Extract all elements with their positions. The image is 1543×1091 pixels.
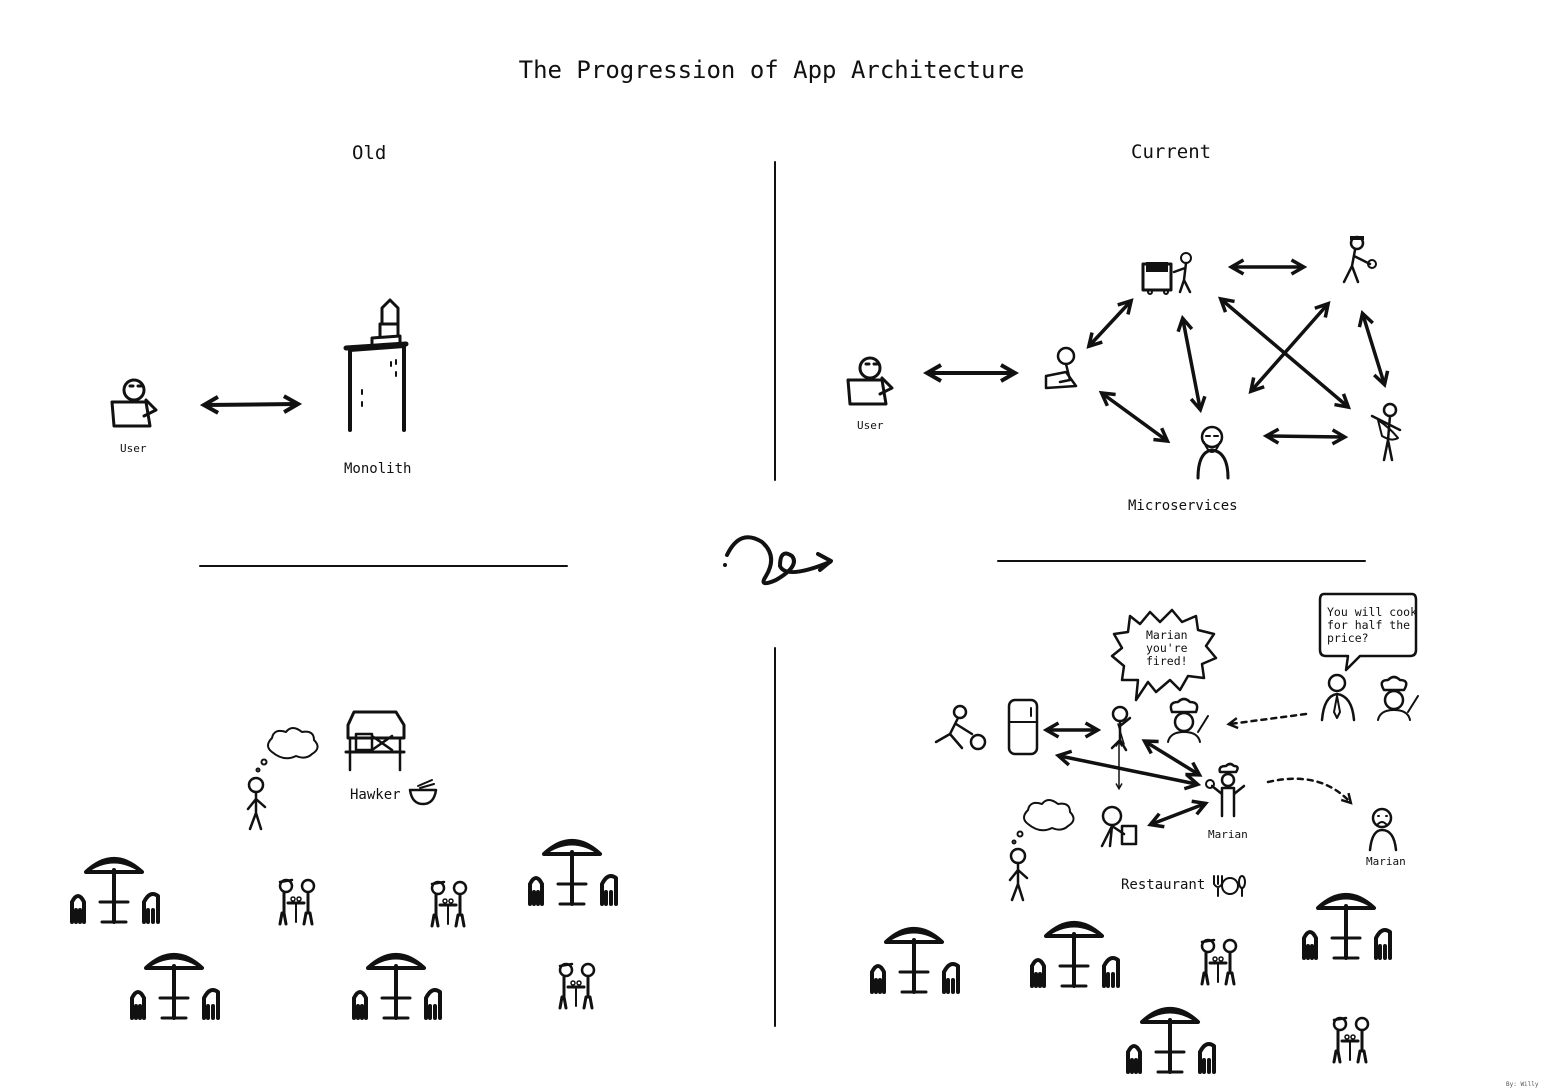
hawker-stall-icon (344, 710, 406, 772)
thought-cloud-noodles-icon (255, 727, 319, 773)
credit: By: Willy (1506, 1081, 1539, 1088)
microservice-arrows (1086, 258, 1390, 446)
speech-bubble-cook-text: You will cook for half the price? (1327, 605, 1418, 645)
replacement-dashed-arrow (1226, 712, 1308, 730)
microservices-label: Microservices (1128, 498, 1238, 514)
food-cart-service-icon (1141, 252, 1192, 295)
page-title: The Progression of App Architecture (518, 56, 1025, 84)
cheap-chef-icon (1377, 675, 1419, 721)
monolith-building-icon (343, 298, 409, 432)
heading-old: Old (352, 142, 387, 164)
speech-bubble-cook (1318, 592, 1418, 672)
marian-label-chef: Marian (1208, 828, 1248, 841)
user-laptop-icon (110, 378, 158, 428)
marian-label-fired: Marian (1366, 855, 1406, 868)
musician-service-icon (1370, 402, 1402, 462)
heading-current: Current (1131, 141, 1212, 163)
fork-knife-plate-icon (1213, 875, 1246, 897)
seating-area-left (70, 839, 618, 1020)
head-chef-icon (1167, 697, 1209, 743)
monolith-label: Monolith (344, 461, 412, 477)
hawker-label: Hawker (350, 787, 401, 803)
customer-figure-icon (246, 776, 267, 831)
diner-figure-icon (1008, 847, 1029, 902)
restaurant-arrows (1054, 739, 1209, 829)
user-label-current: User (857, 419, 884, 432)
supplier-figure-icon (934, 704, 987, 751)
marian-chef-icon (1205, 762, 1246, 818)
restaurant-label: Restaurant (1121, 877, 1206, 893)
speech-bubble-fired-text: Marian you're fired! (1146, 628, 1188, 668)
restaurant-manager-icon (1110, 705, 1132, 752)
marian-fired-icon (1368, 807, 1398, 852)
thought-cloud-burger-icon (1011, 799, 1075, 845)
progression-squiggle-icon (723, 535, 833, 586)
businessman-icon (1320, 673, 1356, 722)
gateway-service-icon (1044, 346, 1078, 390)
manager-service-icon (1196, 425, 1230, 480)
waiter-icon (1100, 805, 1138, 848)
seating-area-right (870, 893, 1392, 1074)
user-laptop-icon-current (846, 356, 894, 406)
speech-bubble-fired (1110, 608, 1218, 702)
noodle-bowl-icon (408, 779, 438, 806)
user-monolith-arrow (199, 394, 303, 415)
delivery-service-icon (1342, 235, 1377, 284)
fridge-icon (1007, 698, 1039, 756)
user-label-old: User (120, 442, 147, 455)
marian-fired-dashed-arrow (1266, 777, 1353, 805)
